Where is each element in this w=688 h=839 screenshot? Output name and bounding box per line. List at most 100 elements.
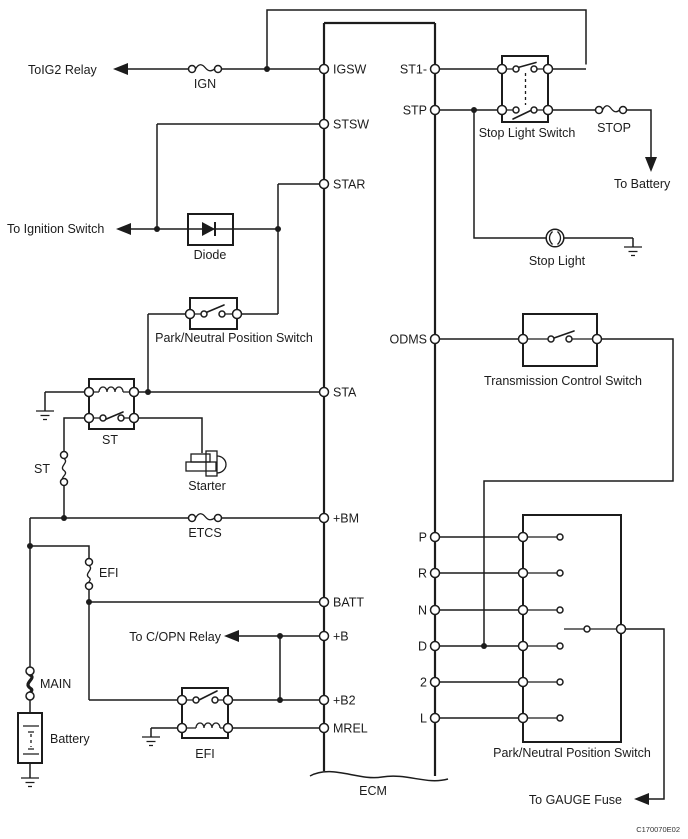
st-relay-circuit: ST ST Starter <box>34 378 320 518</box>
pin-label-batt: BATT <box>333 596 364 610</box>
pnp-lower-label: Park/Neutral Position Switch <box>493 746 651 760</box>
wire-to-starter <box>138 417 203 453</box>
etcs-fuse-terminal <box>187 513 197 523</box>
pnp-lower-terminal <box>517 640 529 652</box>
tcs-contact <box>547 335 555 343</box>
pin-label-star: STAR <box>333 178 365 192</box>
sls-contact <box>512 106 520 114</box>
pnp-lower-terminal <box>517 567 529 579</box>
pnp-upper-label: Park/Neutral Position Switch <box>155 331 313 345</box>
pnp-lower-row-lines <box>527 536 557 719</box>
ign-fuse-terminal <box>213 64 223 74</box>
figure-code: C170070E02 <box>636 825 680 834</box>
ecm-pin-batt <box>318 596 330 608</box>
efi-relay-label: EFI <box>195 747 214 761</box>
stop-fuse-terminal <box>618 105 628 115</box>
pin-label-n: N <box>418 604 427 618</box>
st-relay-contact <box>117 414 125 422</box>
efi-relay-contact <box>192 696 200 704</box>
st-fuse-terminal <box>59 477 69 487</box>
ground-icon <box>21 777 39 788</box>
to-ig2-arrow-icon <box>113 63 128 75</box>
ecm-pin-r <box>429 567 441 579</box>
st-fuse-terminal <box>59 450 69 460</box>
to-ignition-switch-label: To Ignition Switch <box>7 222 104 236</box>
ecm-pin-stsw <box>318 118 330 130</box>
st-fuse-label: ST <box>34 462 50 476</box>
pin-label-p: P <box>419 531 427 545</box>
stop-light-switch-label: Stop Light Switch <box>479 126 576 140</box>
ecm-pin-b <box>318 630 330 642</box>
pnp-upper-blade <box>204 304 225 314</box>
ecm-label: ECM <box>359 784 387 798</box>
stop-light-switch-box <box>501 55 549 123</box>
ecm-module: ECM <box>309 21 449 798</box>
pnp-lower-contact <box>556 678 564 686</box>
tcs-label: Transmission Control Switch <box>484 374 642 388</box>
stop-light-icon <box>545 228 565 248</box>
stop-light-bulb <box>545 228 565 248</box>
pin-label-2: 2 <box>420 676 427 690</box>
etcs-fuse-icon <box>187 513 223 523</box>
ground-bars <box>21 777 39 788</box>
park-neutral-switch-upper: Park/Neutral Position Switch <box>147 297 313 392</box>
wire-to-st-fuse <box>63 417 85 452</box>
sls-top-blade <box>517 61 537 69</box>
efi-relay-terminal <box>222 722 234 734</box>
etcs-fuse-label: ETCS <box>188 526 221 540</box>
diode-triangle <box>202 222 215 236</box>
ecm-pin-star <box>318 178 330 190</box>
starter-part <box>185 461 217 472</box>
transmission-control-circuit: Transmission Control Switch <box>439 313 674 649</box>
pnp-lower-contact <box>556 533 564 541</box>
ecm-pin-labels: IGSW STSW STAR STA +BM BATT +B +B2 MREL … <box>333 63 427 736</box>
junction-dot <box>275 226 281 232</box>
st-relay-blade <box>103 411 124 421</box>
pnp-lower-contact <box>556 569 564 577</box>
pin-label-b2: +B2 <box>333 694 356 708</box>
diode-icon <box>187 213 234 246</box>
pnp-upper-contact <box>200 310 208 318</box>
ground-icon <box>36 410 54 421</box>
ground-bars <box>36 410 54 421</box>
pin-label-b: +B <box>333 630 349 644</box>
to-gauge-arrow-icon <box>634 793 649 805</box>
pin-label-st1: ST1- <box>400 63 427 77</box>
ecm-break-squiggle <box>309 770 449 782</box>
stop-light-label: Stop Light <box>529 254 586 268</box>
ecm-pin-d <box>429 640 441 652</box>
wire-efi-branch <box>30 545 90 559</box>
pnp-lower-terminal <box>517 604 529 616</box>
ground-bars <box>142 736 160 747</box>
junction-dot <box>264 66 270 72</box>
pin-label-igsw: IGSW <box>333 63 367 77</box>
battery-trunk: EFI MAIN Battery <box>17 518 320 788</box>
pnp-common-contact <box>583 625 591 633</box>
efi-fuse-terminal <box>84 581 94 591</box>
battery-plates <box>23 725 39 755</box>
starter-part <box>205 450 218 477</box>
igsw-circuit: ToIG2 Relay IGN <box>28 9 587 91</box>
pnp-lower-contact <box>556 714 564 722</box>
pnp-upper-terminal <box>231 308 243 320</box>
tcs-box <box>522 313 598 367</box>
stop-fuse-terminal <box>594 105 604 115</box>
stop-light-filament <box>548 231 562 245</box>
battery-label: Battery <box>50 732 90 746</box>
main-link-terminal <box>25 691 35 701</box>
st-relay-terminal <box>128 386 140 398</box>
sls-terminal <box>496 104 508 116</box>
ign-fuse-terminal <box>187 64 197 74</box>
to-copn-arrow-icon <box>224 630 239 642</box>
tcs-terminal <box>517 333 529 345</box>
main-link-label: MAIN <box>40 677 71 691</box>
battery-box <box>17 712 43 764</box>
pnp-lower-terminal <box>517 531 529 543</box>
st-relay-terminal <box>83 386 95 398</box>
efi-fuse-terminal <box>84 557 94 567</box>
st-relay-contact <box>99 414 107 422</box>
sls-contact <box>530 106 538 114</box>
pin-label-mrel: MREL <box>333 722 368 736</box>
to-gauge-fuse-label: To GAUGE Fuse <box>529 793 622 807</box>
